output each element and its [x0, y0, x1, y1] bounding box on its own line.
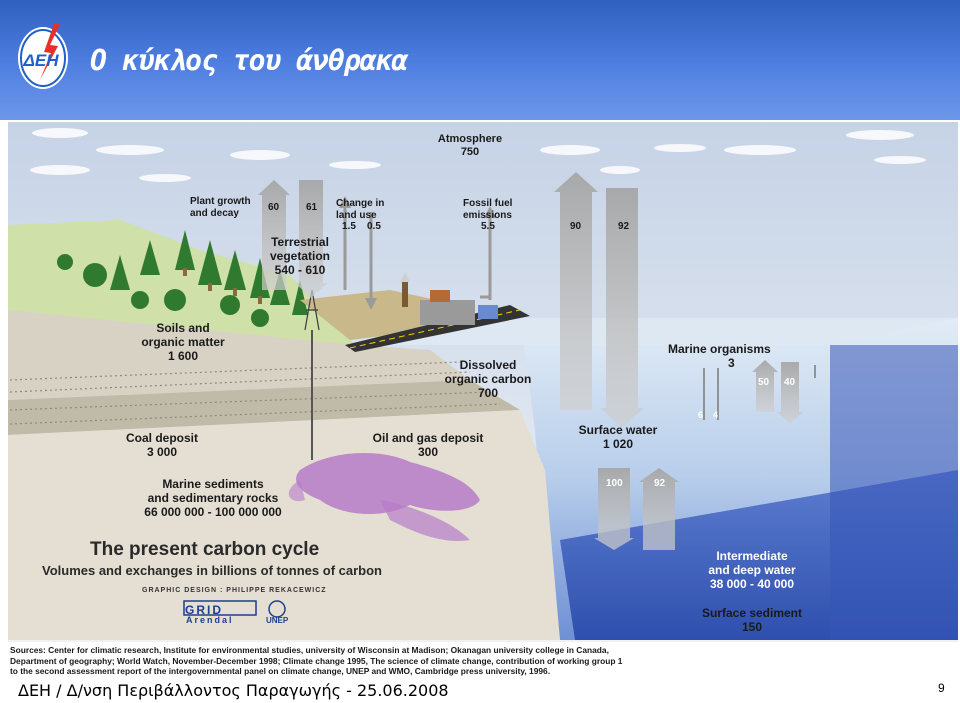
surface-sediment-label: Surface sediment 150	[701, 606, 803, 634]
unep-emblem	[268, 600, 286, 618]
rock-layer	[8, 380, 520, 435]
factory	[400, 272, 498, 325]
arendal-text: Arendal	[186, 615, 234, 625]
land-use-label: Change in land use	[336, 198, 385, 221]
clouds	[30, 128, 926, 182]
small-flow-b: 4	[713, 410, 719, 420]
trees	[57, 230, 308, 327]
dei-logo: ΔΕΗ	[18, 24, 68, 89]
title-bar	[0, 0, 960, 120]
fossil-fuel-value: 5.5	[481, 221, 495, 232]
unep-text: UNEP	[266, 616, 289, 625]
graphic-design-credit: GRAPHIC DESIGN : PHILIPPE REKACEWICZ	[142, 587, 327, 594]
land-use-value-1: 1.5	[342, 221, 356, 232]
hill	[8, 220, 355, 345]
coal-label: Coal deposit 3 000	[125, 431, 198, 459]
intermediate-label: Intermediate and deep water 38 000 - 40 …	[708, 549, 796, 591]
soils-label: Soils and organic matter 1 600	[141, 321, 225, 363]
sources-text: Sources: Center for climatic research, I…	[10, 645, 623, 676]
flux-arrows	[258, 172, 803, 550]
page-number: 9	[938, 681, 945, 695]
land-use-value-2: 0.5	[367, 221, 381, 232]
surface-down-value: 100	[606, 478, 623, 489]
fossil-fuel-label: Fossil fuel emissions	[463, 198, 513, 221]
page-title: Ο κύκλος του άνθρακα	[90, 44, 408, 77]
marine-up-value: 50	[758, 377, 770, 388]
marine-organisms-value: 3	[728, 356, 735, 370]
ocean-right-face	[830, 345, 958, 640]
grid-logo-text: GRID	[185, 603, 223, 617]
marine-sediments-label: Marine sediments and sedimentary rocks 6…	[144, 477, 282, 519]
deep-up-value: 92	[654, 478, 666, 489]
land-use-arrows	[343, 205, 492, 300]
ocean-down-value: 92	[618, 221, 630, 232]
logo-text: ΔΕΗ	[22, 51, 59, 70]
terrestrial-label: Terrestrial vegetation 540 - 610	[269, 235, 330, 277]
dissolved-label: Dissolved organic carbon 700	[444, 358, 532, 400]
ocean-up-value: 90	[570, 221, 582, 232]
footer-text: ΔΕΗ / Δ/νση Περιβάλλοντος Παραγωγής - 25…	[18, 681, 449, 700]
grid-logo-box	[183, 600, 257, 616]
plant-growth-label: Plant growth and decay	[190, 196, 251, 219]
oil-gas-label: Oil and gas deposit 300	[372, 431, 484, 459]
plant-up-value: 60	[268, 202, 280, 213]
small-flow-a: 6	[698, 410, 704, 420]
marine-down-value: 40	[784, 377, 796, 388]
caption-subtitle: Volumes and exchanges in billions of ton…	[42, 563, 382, 578]
surface-water-label: Surface water 1 020	[578, 423, 658, 451]
plant-down-value: 61	[306, 202, 318, 213]
caption-title: The present carbon cycle	[90, 539, 320, 560]
oil-gas-deposit	[296, 452, 480, 515]
atmosphere-label: Atmosphere 750	[437, 133, 503, 158]
marine-organisms-label: Marine organisms	[668, 342, 771, 356]
